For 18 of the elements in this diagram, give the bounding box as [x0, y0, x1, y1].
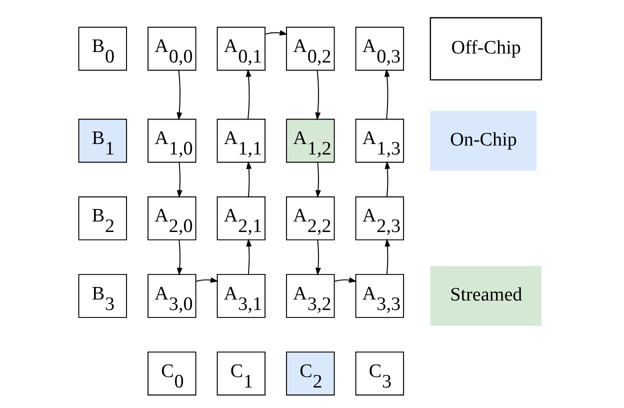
arrow — [176, 162, 182, 198]
arrow — [384, 161, 390, 198]
arrow — [246, 161, 252, 198]
arrow — [384, 238, 390, 275]
arrow — [314, 240, 320, 276]
arrow — [176, 240, 182, 276]
arrow — [384, 68, 390, 120]
arrow — [314, 162, 320, 198]
arrow — [314, 70, 320, 120]
arrow — [176, 70, 182, 120]
arrow — [195, 277, 218, 283]
legend-label: On-Chip — [450, 129, 516, 150]
legend-label: Off-Chip — [450, 37, 520, 58]
arrow — [245, 68, 251, 120]
legend-label: Streamed — [450, 284, 522, 306]
arrow — [334, 277, 356, 283]
arrow — [246, 238, 252, 275]
arrow — [264, 30, 288, 36]
